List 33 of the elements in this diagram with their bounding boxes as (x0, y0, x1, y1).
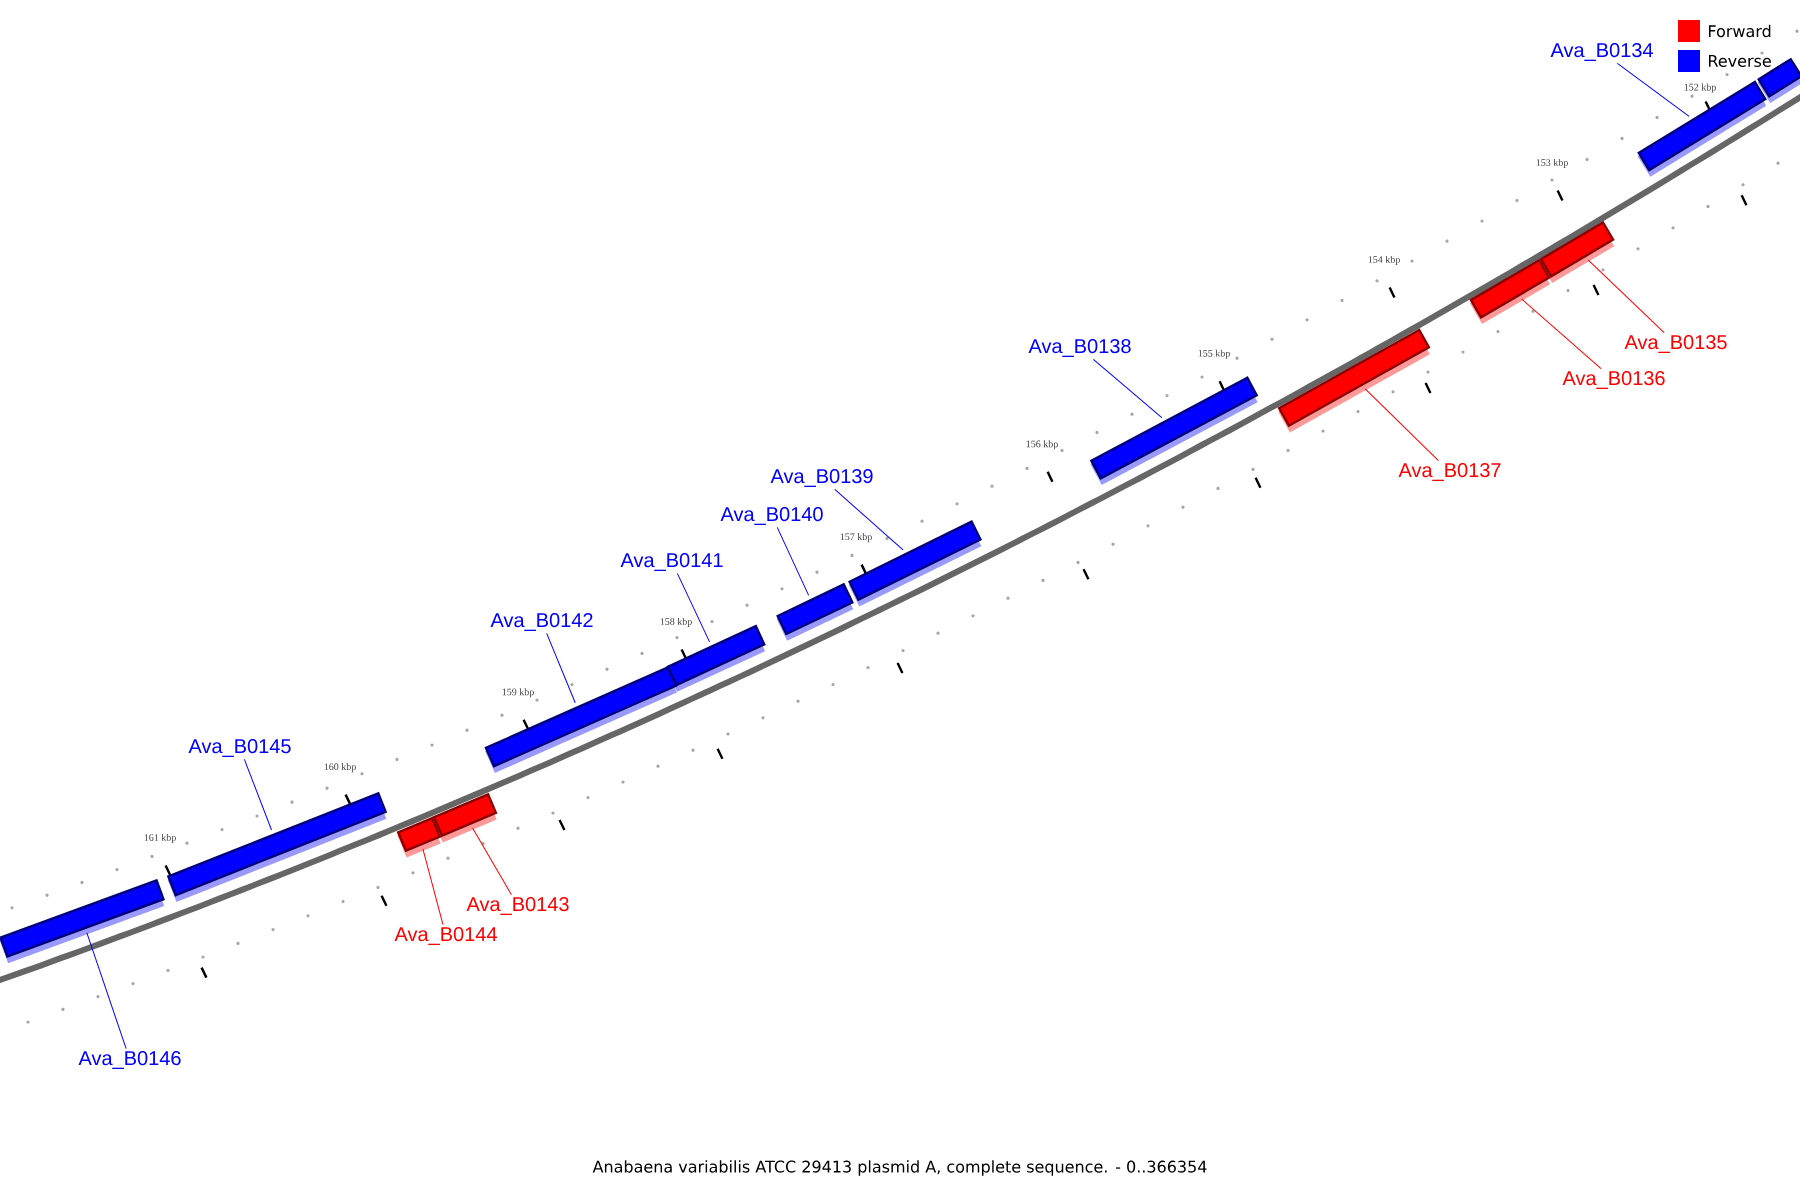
gene-label: Ava_B0142 (490, 613, 593, 631)
leader-line (472, 827, 512, 896)
legend-label: Reverse (1709, 55, 1771, 67)
gene-label: Ava_B0136 (1562, 371, 1665, 389)
leader-line (422, 848, 444, 926)
gene-block (1637, 80, 1767, 177)
gene-label: Ava_B0134 (1550, 43, 1653, 61)
gene-block (666, 624, 766, 692)
leader-line (676, 572, 711, 643)
leader-line (86, 932, 127, 1050)
leader-line (1521, 298, 1602, 370)
gene-label: Ava_B0143 (466, 897, 569, 915)
leader-line (1616, 62, 1690, 117)
gene-label: Ava_B0145 (188, 739, 291, 757)
leader-line (776, 526, 810, 596)
leader-line (834, 488, 904, 551)
gene-label: Ava_B0137 (1398, 463, 1501, 481)
gene-label: Ava_B0139 (770, 469, 873, 487)
leader-line (243, 758, 273, 831)
caption: Anabaena variabilis ATCC 29413 plasmid A, complete sequence. - 0..366354 (592, 1160, 1207, 1176)
legend-label: Forward (1709, 24, 1771, 38)
gene-label: Ava_B0141 (620, 553, 723, 571)
gene-label: Ava_B0140 (720, 507, 823, 525)
gene-label: Ava_B0144 (394, 927, 497, 945)
leader-line (1364, 388, 1439, 462)
gene-block (396, 816, 442, 858)
leader-line (546, 632, 576, 704)
leader-line (1587, 259, 1665, 334)
gene-label: Ava_B0146 (78, 1051, 181, 1069)
gene-label: Ava_B0138 (1028, 339, 1131, 357)
gene-label: Ava_B0135 (1624, 335, 1727, 353)
gene-block (1277, 328, 1431, 433)
leader-line (1092, 358, 1163, 419)
